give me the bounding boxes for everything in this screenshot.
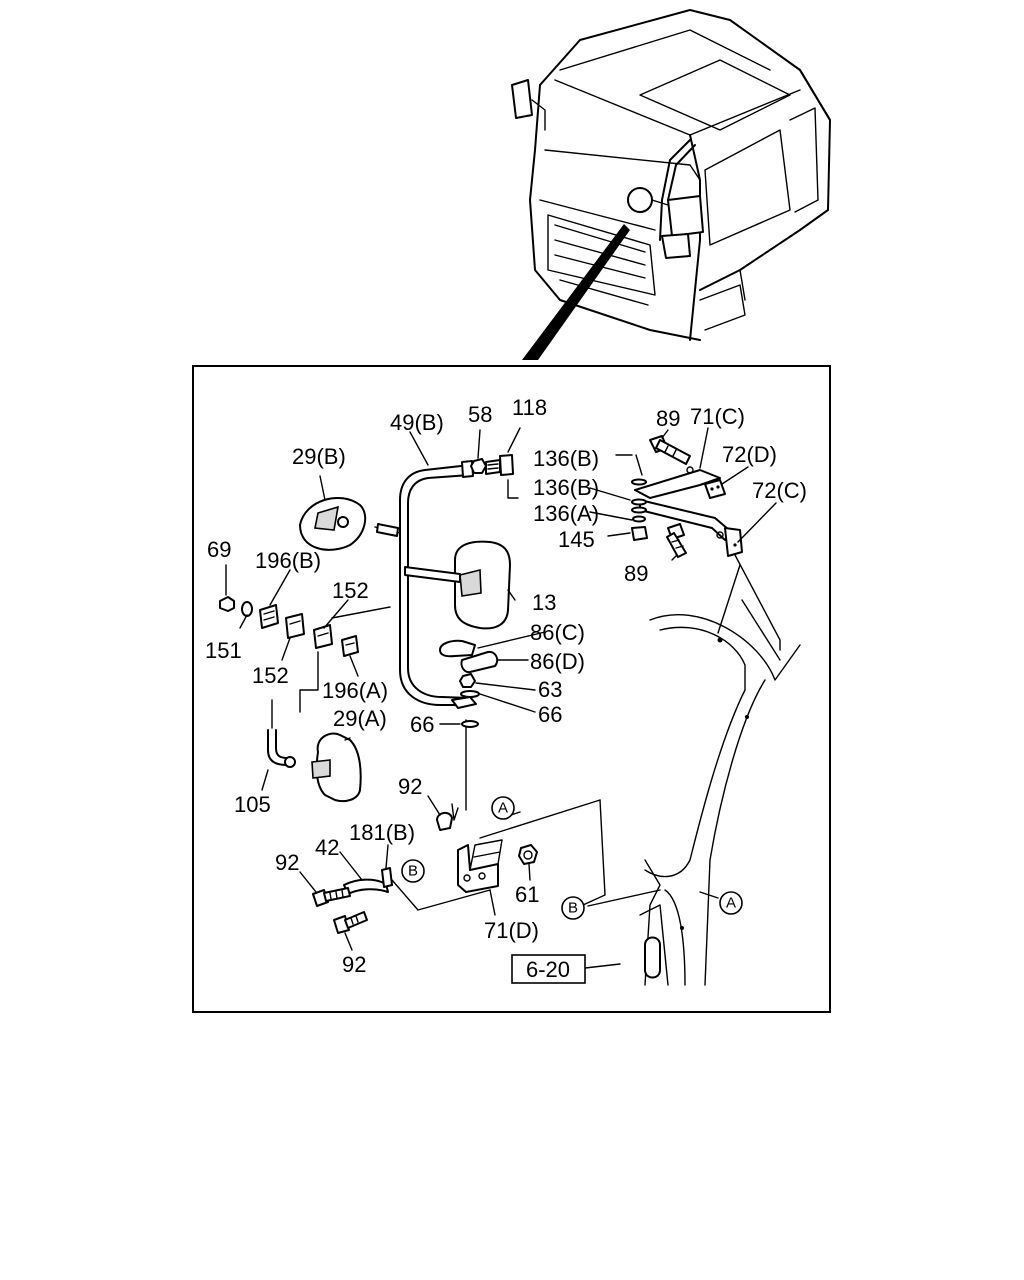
svg-text:A: A	[498, 800, 508, 817]
label-152-bot: 152	[252, 663, 289, 688]
circle-ref-a-upper: A	[491, 796, 515, 820]
mirror-29b	[299, 496, 401, 551]
clamp-86c	[439, 631, 546, 658]
clamp-86d	[460, 650, 529, 674]
callout-labels: 49(B) 58 118 89 71(C) 72(D) 72(C) 136(B)…	[205, 395, 807, 977]
clip-196a	[341, 635, 359, 657]
mirror-29a	[311, 732, 362, 803]
bracket-152-right	[313, 624, 333, 649]
label-136b-1: 136(B)	[533, 446, 599, 471]
label-29a: 29(A)	[333, 706, 387, 731]
label-86c: 86(C)	[530, 620, 585, 645]
mirror-13	[404, 540, 511, 630]
washer-66-upper	[460, 690, 536, 713]
label-66-right: 66	[538, 702, 562, 727]
nut-61	[518, 844, 538, 865]
circle-ref-b-right: B	[561, 896, 585, 920]
label-89-top: 89	[656, 406, 680, 431]
label-71d: 71(D)	[484, 918, 539, 943]
stay-71c	[634, 466, 736, 541]
leader-lines	[271, 454, 781, 969]
label-196b: 196(B)	[255, 548, 321, 573]
rod-105	[267, 729, 296, 768]
label-145: 145	[558, 527, 595, 552]
label-58: 58	[468, 402, 492, 427]
label-92-bot: 92	[342, 952, 366, 977]
label-49b: 49(B)	[390, 410, 444, 435]
bracket-152-left	[285, 613, 305, 639]
label-13: 13	[532, 590, 556, 615]
label-71c: 71(C)	[690, 404, 745, 429]
circle-ref-b-left: B	[401, 859, 425, 883]
reference-box: 6-20	[511, 954, 586, 984]
nut-63	[459, 673, 536, 691]
label-136b-2: 136(B)	[533, 475, 599, 500]
bolt-89-upper	[649, 435, 691, 465]
mirror-stay-rod	[399, 460, 477, 709]
label-63: 63	[538, 677, 562, 702]
label-42: 42	[315, 835, 339, 860]
svg-text:B: B	[408, 863, 418, 880]
label-66-left: 66	[410, 712, 434, 737]
plate-72d	[704, 479, 726, 499]
clip-196b	[259, 604, 279, 629]
svg-text:6-20: 6-20	[526, 957, 570, 982]
washer-136-stack	[631, 478, 647, 523]
truck-cab-overview	[511, 9, 831, 360]
label-92-top: 92	[398, 774, 422, 799]
circle-ref-a-lower: A	[719, 891, 743, 915]
clip-92-upper	[436, 803, 459, 831]
detail-frame	[192, 365, 831, 1013]
svg-text:A: A	[726, 895, 736, 912]
cab-body-outline	[639, 599, 801, 986]
label-136a: 136(A)	[533, 501, 599, 526]
label-69: 69	[207, 537, 231, 562]
svg-text:B: B	[568, 900, 578, 917]
label-29b: 29(B)	[292, 444, 346, 469]
label-181b: 181(B)	[349, 820, 415, 845]
label-61: 61	[515, 882, 539, 907]
bracket-42	[343, 878, 389, 895]
label-72d: 72(D)	[722, 442, 777, 467]
bolt-118	[485, 454, 514, 476]
nut-69	[219, 596, 235, 612]
label-72c: 72(C)	[752, 478, 807, 503]
callout-leaders	[225, 427, 777, 951]
plate-72c	[716, 527, 743, 557]
label-89-mid: 89	[624, 561, 648, 586]
label-152-top: 152	[332, 578, 369, 603]
bolt-92-mid	[312, 887, 351, 907]
label-86d: 86(D)	[530, 649, 585, 674]
washer-66-lower	[439, 720, 479, 728]
label-118: 118	[512, 395, 547, 420]
label-105: 105	[234, 792, 271, 817]
washer-151	[241, 601, 253, 617]
clip-181b	[381, 867, 393, 888]
bracket-71d	[457, 839, 503, 893]
nut-58	[470, 458, 487, 474]
label-92-mid: 92	[275, 850, 299, 875]
label-151: 151	[205, 638, 242, 663]
nut-145	[607, 526, 648, 541]
bolt-92-bottom	[333, 911, 368, 934]
label-196a: 196(A)	[322, 678, 388, 703]
bolt-89-lower	[666, 523, 687, 558]
